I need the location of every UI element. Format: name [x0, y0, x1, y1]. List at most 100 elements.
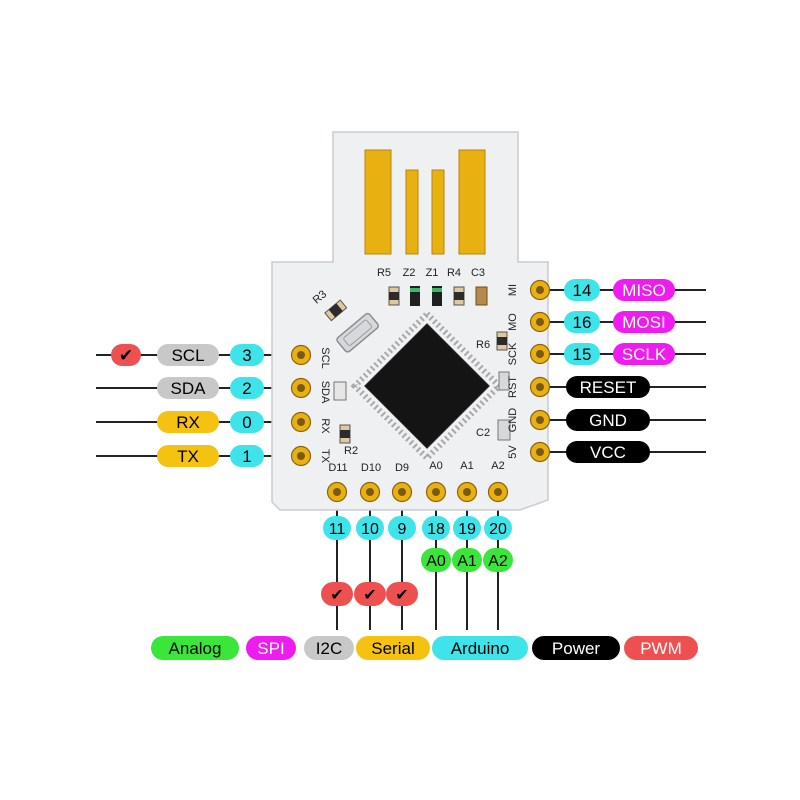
pad-bottom-4-hole: [463, 488, 471, 496]
pad-right-2-hole: [536, 350, 544, 358]
pin-left-1-function: SDA: [157, 377, 219, 399]
usb-contact-4: [458, 149, 486, 255]
pin-left-3-number-bg: [230, 445, 264, 467]
legend-analog-swatch: [151, 636, 239, 660]
pin-right-2-number: 15: [564, 343, 600, 365]
component-c2: [497, 419, 511, 441]
pin-bottom-4-number-bg: [453, 516, 481, 540]
pin-right-1-number-bg: [564, 311, 600, 333]
pin-right-2-number-bg: [564, 343, 600, 365]
component-z1-lead: [432, 288, 442, 292]
legend-serial-label: Serial: [371, 639, 414, 658]
usb-contact-2: [405, 169, 419, 255]
pad-right-1-hole: [536, 318, 544, 326]
pad-bottom-3-hole: [432, 488, 440, 496]
pin-right-2-function: SCLK: [613, 343, 675, 365]
pad-bottom-0-hole: [333, 488, 341, 496]
silk-z1: Z1: [426, 267, 439, 279]
legend-arduino-swatch: [432, 636, 528, 660]
pin-bottom-5-analog: A2: [483, 548, 513, 572]
component-r3: [324, 299, 348, 322]
legend-analog-label: Analog: [169, 639, 222, 658]
pin-left-1-number-text: 2: [242, 379, 251, 398]
component-r2-body: [340, 430, 350, 438]
legend-analog: Analog: [151, 636, 239, 660]
chip-body: [364, 323, 490, 449]
pin-right-2-number-text: 15: [573, 345, 592, 364]
pad-left-1-hole: [297, 384, 305, 392]
pin-right-3-function: RESET: [566, 376, 650, 398]
component-c3: [475, 286, 488, 306]
silk-a0: A0: [429, 460, 442, 472]
pin-left-1-function-bg: [157, 377, 219, 399]
pin-bottom-0-number-bg: [323, 516, 351, 540]
component-crystal: [336, 312, 380, 353]
pin-left-0-function: SCL: [157, 344, 219, 366]
silk-5v: 5V: [507, 445, 519, 459]
pin-bottom-1-number-bg: [356, 516, 384, 540]
silkscreen: R5 Z2 Z1 R4 C3 R3 R6 R2 C2 SCL SDA RX TX…: [311, 267, 519, 474]
pin-bottom-5-number-bg: [484, 516, 512, 540]
pin-right-5-function-text: VCC: [590, 443, 626, 462]
pin-right-1-function-text: MOSI: [622, 313, 665, 332]
legend-arduino-label: Arduino: [451, 639, 510, 658]
pin-left-1-number-bg: [230, 377, 264, 399]
component-r4-body: [454, 292, 464, 300]
silk-c3: C3: [471, 267, 485, 279]
silk-mo: MO: [507, 313, 519, 331]
pad-bottom-2-hole: [398, 488, 406, 496]
pin-right-5-function: VCC: [566, 441, 650, 463]
legend-pwm-swatch: [624, 636, 698, 660]
mcu-chip: [350, 309, 504, 463]
pin-left-0-pwm-text: ✔: [119, 346, 133, 365]
legend-i2c-label: I2C: [316, 639, 342, 658]
component-led: [333, 381, 347, 401]
pin-bottom-2-pwm-bg: [386, 582, 418, 606]
pin-bottom-0-number: 11: [323, 516, 351, 540]
silk-c2: C2: [476, 427, 490, 439]
pin-right-0-function: MISO: [613, 279, 675, 301]
pin-bottom-2-pwm: ✔: [386, 582, 418, 606]
pin-left-0-number-bg: [230, 344, 264, 366]
pad-bottom-1-hole: [366, 488, 374, 496]
smd-components: [324, 286, 511, 444]
pin-bottom-5-analog-bg: [483, 548, 513, 572]
silk-mi: MI: [507, 284, 519, 296]
pin-bottom-0-pwm: ✔: [321, 582, 353, 606]
pin-bottom-0-pwm-text: ✔: [330, 587, 343, 604]
legend-spi: SPI: [246, 636, 296, 660]
component-z2-lead: [410, 288, 420, 292]
pin-right-1-number: 16: [564, 311, 600, 333]
silk-sck: SCK: [507, 342, 519, 365]
pad-bottom-5-hole: [494, 488, 502, 496]
legend-i2c-swatch: [304, 636, 354, 660]
pin-bottom-1-pwm-text: ✔: [363, 587, 376, 604]
legend-power-swatch: [532, 636, 620, 660]
pin-left-0-function-bg: [157, 344, 219, 366]
pin-left-0-number-text: 3: [242, 346, 251, 365]
pin-right-4-function: GND: [566, 409, 650, 431]
pin-right-4-function-bg: [566, 409, 650, 431]
pin-right-3-function-text: RESET: [580, 378, 637, 397]
legend-pwm: PWM: [624, 636, 698, 660]
legend-spi-label: SPI: [257, 639, 284, 658]
silk-r5: R5: [377, 267, 391, 279]
pin-left-1-function-text: SDA: [171, 379, 207, 398]
pad-right-5-hole: [536, 448, 544, 456]
pin-right-1-function: MOSI: [613, 311, 675, 333]
legend-spi-swatch: [246, 636, 296, 660]
legend-serial: Serial: [356, 636, 430, 660]
pin-bottom-1-number-text: 10: [361, 521, 379, 538]
pin-bottom-4-number: 19: [453, 516, 481, 540]
silk-a1: A1: [460, 460, 473, 472]
silk-gnd: GND: [507, 408, 519, 433]
pin-left-2-number: 0: [230, 411, 264, 433]
pin-right-3-function-bg: [566, 376, 650, 398]
pad-left-0-hole: [297, 351, 305, 359]
silk-a2: A2: [491, 460, 504, 472]
pin-bottom-3-number-bg: [422, 516, 450, 540]
pin-bottom-5-number: 20: [484, 516, 512, 540]
legend-arduino: Arduino: [432, 636, 528, 660]
pin-left-2-number-text: 0: [242, 413, 251, 432]
